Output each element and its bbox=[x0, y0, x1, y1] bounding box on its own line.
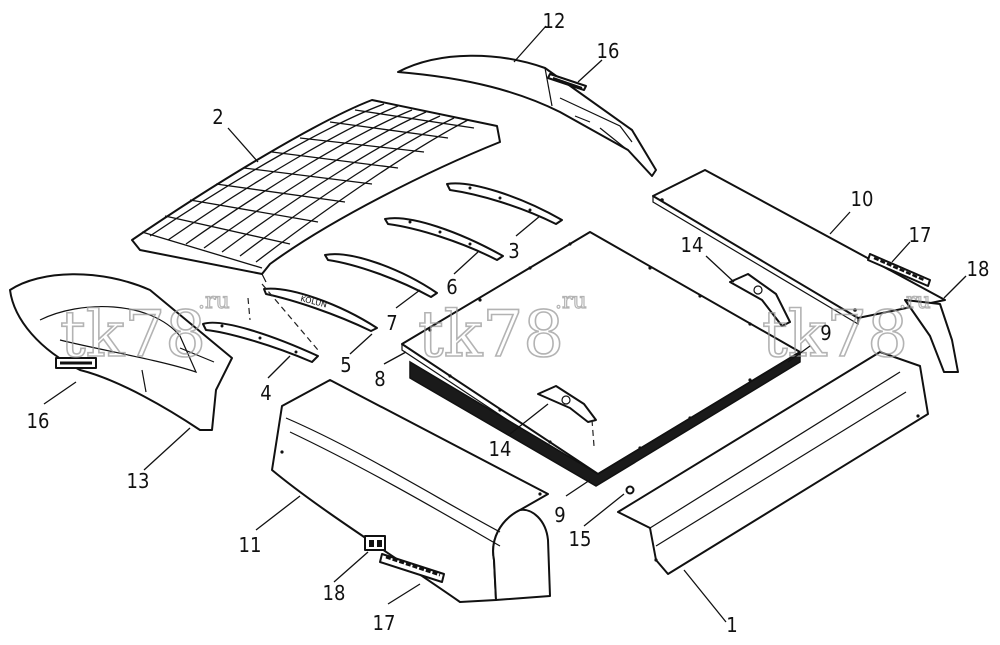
callout-17a: 17 bbox=[909, 223, 932, 247]
watermark-left: tk78 bbox=[60, 298, 206, 372]
callout-4: 4 bbox=[260, 381, 271, 405]
callout-11: 11 bbox=[239, 533, 262, 557]
callout-9a: 9 bbox=[554, 503, 565, 527]
part-17-decal-front bbox=[379, 553, 445, 583]
assembly-dashed-line-center bbox=[591, 419, 595, 447]
callout-14b: 14 bbox=[489, 437, 512, 461]
callout-18b: 18 bbox=[323, 581, 346, 605]
part-17-decal-upper bbox=[867, 253, 931, 287]
part-18-decal-front bbox=[364, 535, 386, 551]
watermark-right: tk78 bbox=[762, 298, 908, 372]
watermark-center: tk78 bbox=[418, 298, 564, 372]
callout-17b: 17 bbox=[373, 611, 396, 635]
part-14-bracket-lower bbox=[537, 385, 597, 423]
watermark-left-suffix: .ru bbox=[198, 289, 230, 314]
assembly-dashed-line-left bbox=[247, 283, 319, 351]
part-6-slat bbox=[384, 217, 504, 261]
part-14-bracket-upper bbox=[729, 273, 791, 327]
callout-6: 6 bbox=[446, 275, 457, 299]
part-11-cover-front bbox=[271, 379, 551, 603]
callout-7: 7 bbox=[386, 311, 397, 335]
callout-5: 5 bbox=[340, 353, 351, 377]
callout-labels: 1 2 3 4 5 6 7 8 9 9 10 11 12 13 14 14 15… bbox=[27, 9, 990, 637]
callout-13: 13 bbox=[127, 469, 150, 493]
callout-1: 1 bbox=[726, 613, 737, 637]
part-18-end-cap-right bbox=[904, 299, 959, 373]
callout-14a: 14 bbox=[681, 233, 704, 257]
part-9-filter-strips bbox=[409, 350, 801, 487]
watermark-center-suffix: .ru bbox=[555, 289, 587, 314]
part-12-cover-end bbox=[397, 54, 657, 177]
watermark-right-suffix: .ru bbox=[899, 289, 931, 314]
callout-9b: 9 bbox=[820, 321, 831, 345]
callout-16b: 16 bbox=[597, 39, 620, 63]
part-3-slat bbox=[446, 182, 563, 225]
part-10-panel bbox=[652, 169, 946, 326]
callout-2: 2 bbox=[212, 105, 223, 129]
callout-16a: 16 bbox=[27, 409, 50, 433]
callout-18a: 18 bbox=[967, 257, 990, 281]
part-16-decal-upper bbox=[547, 73, 587, 91]
part-4-bracket bbox=[202, 321, 319, 363]
callout-15: 15 bbox=[569, 527, 592, 551]
part-15-screw bbox=[625, 485, 635, 495]
callout-10: 10 bbox=[851, 187, 874, 211]
callout-8: 8 bbox=[374, 367, 385, 391]
part-2-grille bbox=[131, 99, 501, 283]
part-7-slat bbox=[324, 253, 438, 298]
callout-12: 12 bbox=[543, 9, 566, 33]
leader-lines bbox=[43, 25, 967, 623]
part-13-cover-end bbox=[9, 273, 233, 431]
part-5-slat: KOLUN bbox=[263, 287, 378, 332]
watermark-group: tk78 .ru tk78 .ru tk78 .ru bbox=[59, 288, 931, 372]
part-1-cover-front bbox=[617, 351, 929, 575]
callout-3: 3 bbox=[508, 239, 519, 263]
part-16-decal-left bbox=[55, 357, 97, 369]
